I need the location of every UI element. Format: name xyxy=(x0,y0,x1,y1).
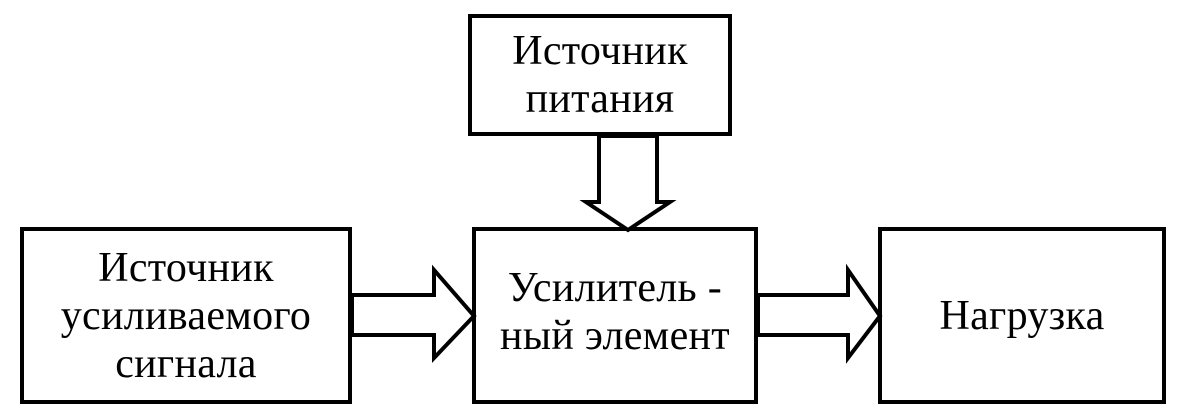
load-block: Нагрузка xyxy=(878,227,1166,404)
amplifier-label-line-2: ный элемент xyxy=(500,312,730,359)
signal-source-label-line-2: усиливаемого xyxy=(60,292,312,339)
power-source-label-line-2: питания xyxy=(525,76,675,122)
amplifier-element-block: Усилитель - ный элемент xyxy=(472,227,758,404)
power-source-block: Источник питания xyxy=(468,14,732,136)
signal-source-label-line-1: Источник xyxy=(98,244,274,291)
amplifier-to-load-arrow xyxy=(756,263,883,364)
power-to-amplifier-arrow xyxy=(579,134,677,233)
signal-to-amplifier-arrow xyxy=(350,264,477,363)
signal-source-label-line-3: сигнала xyxy=(115,340,257,387)
power-source-label-line-1: Источник xyxy=(512,28,688,74)
amplifier-label-line-1: Усилитель - xyxy=(507,264,723,311)
load-label: Нагрузка xyxy=(939,292,1105,339)
signal-source-block: Источник усиливаемого сигнала xyxy=(20,227,352,404)
